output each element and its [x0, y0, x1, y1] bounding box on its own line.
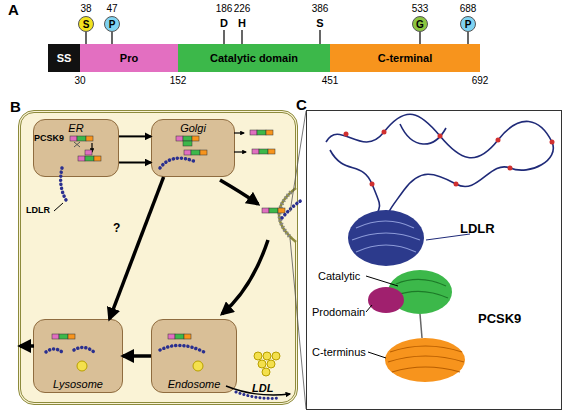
organelle: Golgi — [151, 119, 235, 177]
domain-label: C-terminus — [312, 346, 366, 358]
domain-segment: Catalytic domain — [178, 44, 330, 72]
domain-segment: Pro — [80, 44, 178, 72]
residue-number: 386 — [312, 3, 329, 14]
site-circle: P — [104, 16, 120, 32]
residue-number: 226 — [234, 3, 251, 14]
edge-label: ? — [113, 221, 120, 235]
panel-letter: B — [10, 98, 21, 115]
panel-letter: A — [8, 2, 19, 19]
vesicle-contents — [20, 334, 204, 371]
traffic-arrow — [119, 135, 151, 137]
structure-panel: C — [306, 110, 562, 410]
cell-outline: BERGolgiLysosomeEndosome — [18, 110, 298, 405]
zoom-lines — [290, 111, 306, 409]
protein-label: LDLR — [460, 222, 495, 236]
panel-letter: C — [296, 96, 307, 113]
residue-lines — [224, 30, 320, 44]
residue-line — [419, 32, 420, 44]
domain-segment: SS — [48, 44, 80, 72]
residue-number: 688 — [460, 3, 477, 14]
residue-line — [467, 32, 468, 44]
particle-label: LDL — [252, 382, 273, 394]
residue-number: 47 — [106, 3, 117, 14]
domain-label: Prodomain — [312, 306, 365, 318]
boundary-number: 451 — [322, 75, 339, 86]
node-text: ER — [68, 122, 83, 134]
domain-label: Catalytic — [318, 270, 360, 282]
er-contents — [54, 136, 101, 211]
site-circle: P — [460, 16, 476, 32]
node-text: P — [465, 19, 472, 30]
protein-label: PCSK9 — [478, 312, 521, 326]
organelle: Endosome — [151, 319, 237, 393]
site-circle: G — [412, 16, 428, 32]
traffic-arrow — [110, 177, 164, 319]
residue-letter: H — [238, 17, 246, 29]
residue-line — [85, 32, 86, 44]
residue-number: 186 — [216, 3, 233, 14]
golgi-contents — [160, 130, 275, 168]
node-text: Pro — [120, 52, 138, 64]
residue-number: 38 — [80, 3, 91, 14]
residue-number: 533 — [412, 3, 429, 14]
traffic-arrow — [119, 162, 151, 164]
pcsk9-structure — [366, 270, 465, 382]
node-text: P — [109, 19, 116, 30]
organelle: Lysosome — [33, 319, 123, 393]
site-circle: S — [78, 16, 94, 32]
node-text: Catalytic domain — [210, 52, 298, 64]
residue-letter: S — [316, 17, 323, 29]
boundary-number: 152 — [170, 75, 187, 86]
residue-line — [111, 32, 112, 44]
boundary-number: 30 — [74, 75, 85, 86]
domain-segment: C-terminal — [330, 44, 480, 72]
residue-letter: D — [220, 17, 228, 29]
node-text: Golgi — [180, 122, 206, 134]
ldlr-structure — [326, 114, 555, 266]
traffic-arrow — [123, 354, 151, 358]
organelle: ER — [33, 119, 119, 177]
protein-label: PCSK9 — [34, 134, 64, 144]
node-text: Endosome — [168, 378, 221, 390]
node-text: Lysosome — [53, 378, 103, 390]
node-text: C-terminal — [378, 52, 432, 64]
membrane-traffic — [220, 180, 302, 398]
boundary-number: 692 — [472, 75, 489, 86]
node-text: G — [416, 19, 424, 30]
node-text: SS — [57, 52, 72, 64]
node-text: S — [83, 19, 90, 30]
protein-label: LDLR — [26, 206, 50, 216]
